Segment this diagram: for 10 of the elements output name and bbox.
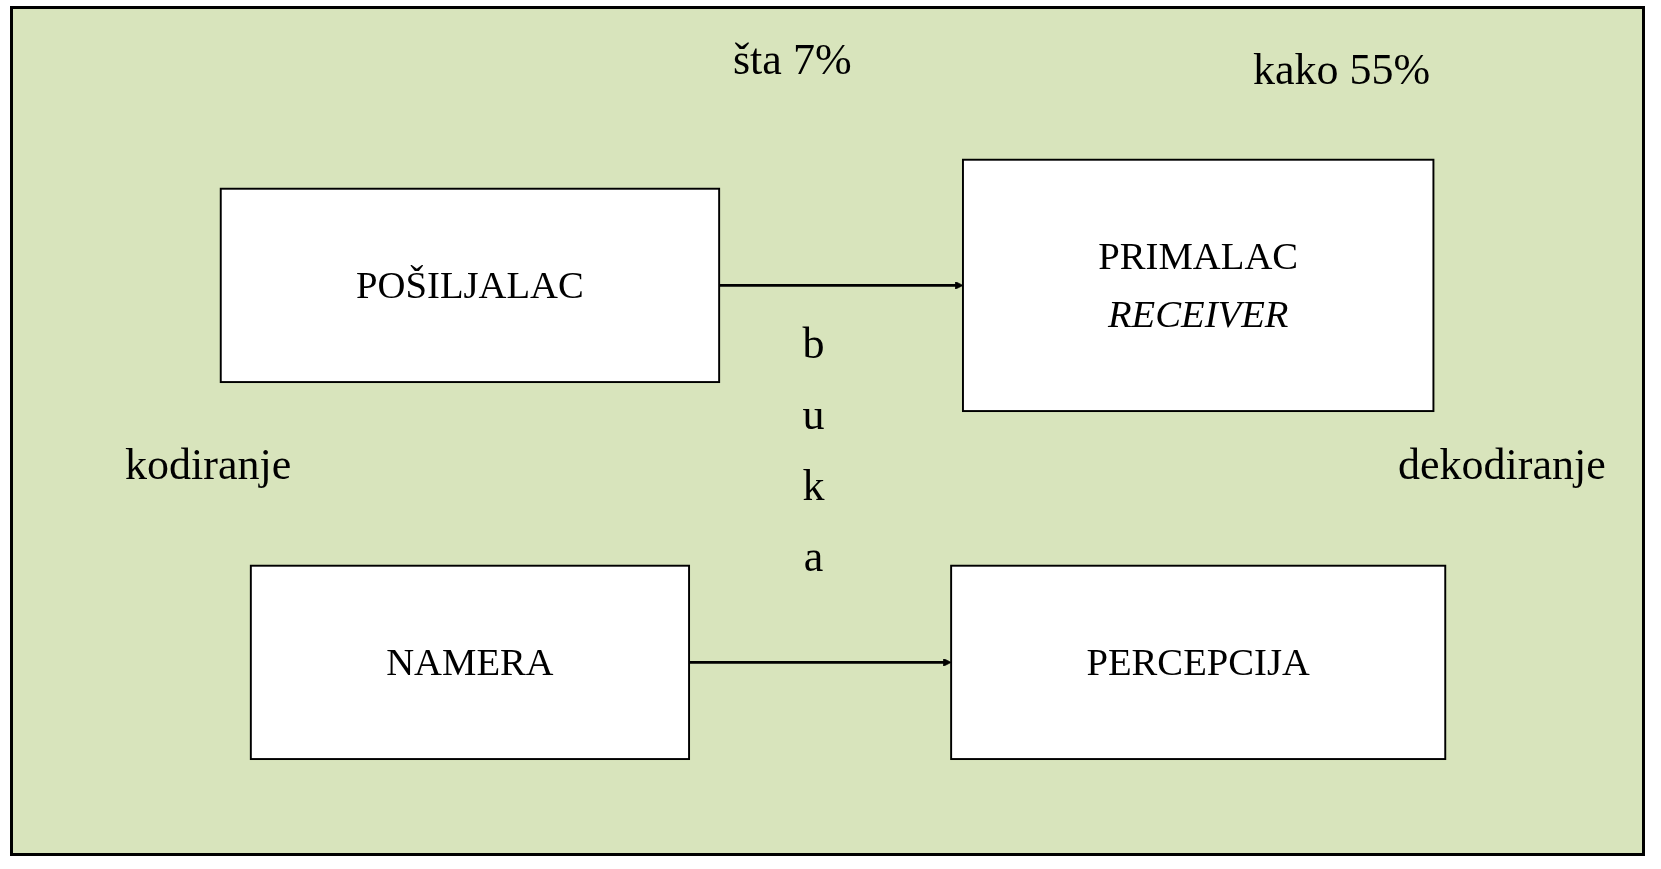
text-label: dekodiranje — [1398, 439, 1606, 490]
text-label: buka — [788, 319, 839, 603]
node-box: NAMERA — [249, 564, 690, 760]
text-label: šta 7% — [733, 34, 852, 85]
text-label: kako 55% — [1253, 44, 1431, 95]
arrow — [689, 657, 952, 667]
node-box: PRIMALAC RECEIVER — [962, 158, 1435, 412]
node-box: PERCEPCIJA — [950, 564, 1447, 760]
node-box: POŠILJALAC — [219, 187, 721, 383]
text-label: kodiranje — [125, 439, 292, 490]
